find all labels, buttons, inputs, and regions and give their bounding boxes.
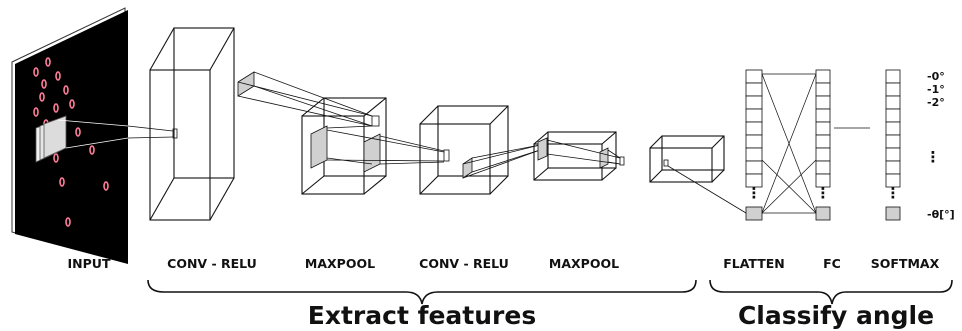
conv2-volume xyxy=(419,105,541,195)
label-flatten: FLATTEN xyxy=(723,256,785,271)
flatten-column xyxy=(745,69,763,221)
group-label-classify: Classify angle xyxy=(738,301,934,330)
label-conv2: CONV - RELU xyxy=(419,256,509,271)
classify-brace xyxy=(709,279,953,305)
output-label-0: -0° xyxy=(927,70,945,83)
label-softmax: SOFTMAX xyxy=(871,256,940,271)
fc-ellipsis: ⋮ xyxy=(816,184,831,202)
conv1-volume xyxy=(149,27,380,221)
fc-column xyxy=(815,69,831,221)
label-fc: FC xyxy=(823,256,841,271)
conv1-filter xyxy=(237,71,380,127)
output-ellipsis: ⋮ xyxy=(926,148,941,166)
output-label-theta: -θ[°] xyxy=(927,208,955,221)
input-image xyxy=(11,7,174,264)
input-projection-lines xyxy=(57,119,129,149)
fc-connections xyxy=(761,73,817,214)
label-input: INPUT xyxy=(68,256,111,271)
label-pool2: MAXPOOL xyxy=(549,256,619,271)
output-label-2: -2° xyxy=(927,96,945,109)
softmax-ellipsis: ⋮ xyxy=(886,184,901,202)
input-spots xyxy=(33,57,109,227)
label-conv1: CONV - RELU xyxy=(167,256,257,271)
flatten-ellipsis: ⋮ xyxy=(747,184,762,202)
pool1-volume xyxy=(301,97,450,195)
label-pool1: MAXPOOL xyxy=(305,256,375,271)
extract-brace xyxy=(147,279,697,305)
pool2-volume xyxy=(533,131,625,181)
softmax-column xyxy=(885,69,901,221)
group-label-extract: Extract features xyxy=(308,301,536,330)
input-receptive-field xyxy=(35,115,67,163)
flatten-volume xyxy=(649,135,747,214)
output-label-1: -1° xyxy=(927,83,945,96)
